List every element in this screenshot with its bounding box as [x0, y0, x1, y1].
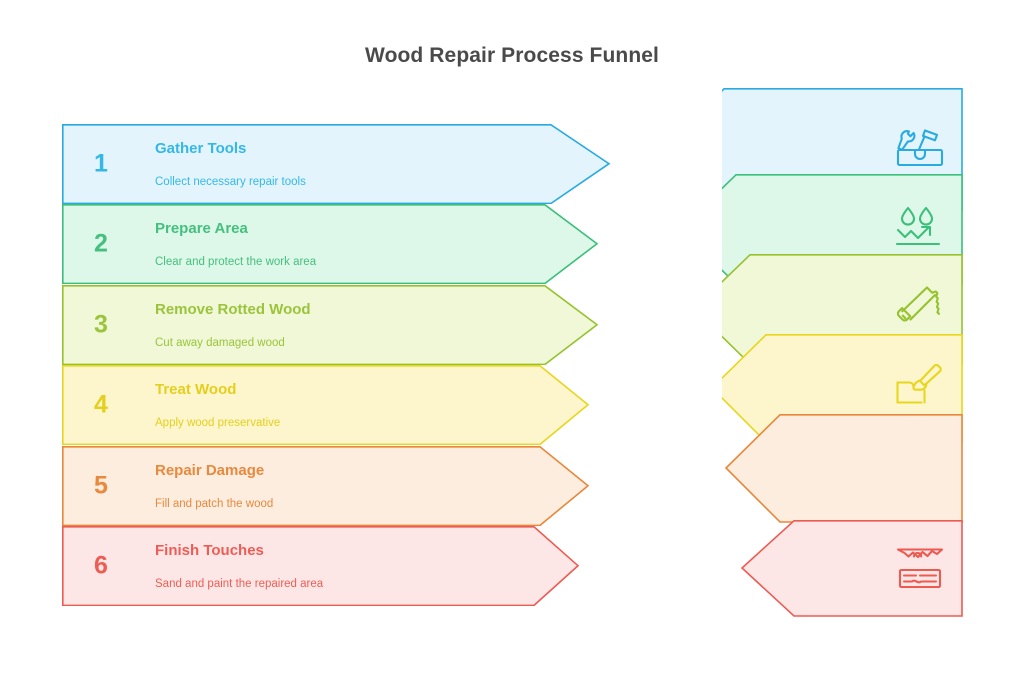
step-title: Treat Wood [155, 381, 237, 399]
step-description: Cut away damaged wood [155, 336, 285, 349]
step-description: Apply wood preservative [155, 417, 281, 430]
step-description: Collect necessary repair tools [155, 176, 306, 188]
step-description: Sand and paint the repaired area [155, 578, 324, 590]
sandpaper-wood-plank-icon [894, 544, 946, 592]
step-number: 1 [94, 149, 108, 178]
handsaw-icon [894, 285, 942, 329]
paint-brush-tray-icon [894, 364, 944, 408]
step-number: 5 [94, 471, 108, 500]
funnel-band[interactable] [722, 414, 968, 524]
step-chevron-shape [62, 284, 662, 365]
funnel-band[interactable] [722, 520, 968, 618]
step-title: Repair Damage [155, 461, 265, 479]
step-number: 2 [94, 229, 108, 258]
step-title: Finish Touches [155, 542, 264, 559]
step-title: Prepare Area [155, 220, 248, 238]
step-chevron-shape [62, 124, 662, 205]
step-chevron-shape [62, 445, 662, 526]
step-description: Fill and patch the wood [155, 497, 274, 510]
water-droplets-protect-icon [894, 205, 944, 249]
step-number: 4 [94, 390, 108, 419]
funnel-diagram [722, 88, 968, 617]
step-chevron-shape [62, 204, 662, 285]
step-title: Remove Rotted Wood [155, 300, 311, 318]
step-chevron-shape [62, 365, 662, 446]
page-title: Wood Repair Process Funnel [365, 44, 659, 67]
step-title: Gather Tools [155, 140, 247, 157]
step-number: 3 [94, 310, 108, 339]
step-description: Clear and protect the work area [155, 256, 317, 269]
step-chevron-shape [62, 526, 662, 607]
step-number: 6 [94, 551, 108, 580]
toolbox-wrench-hammer-icon [894, 125, 946, 171]
